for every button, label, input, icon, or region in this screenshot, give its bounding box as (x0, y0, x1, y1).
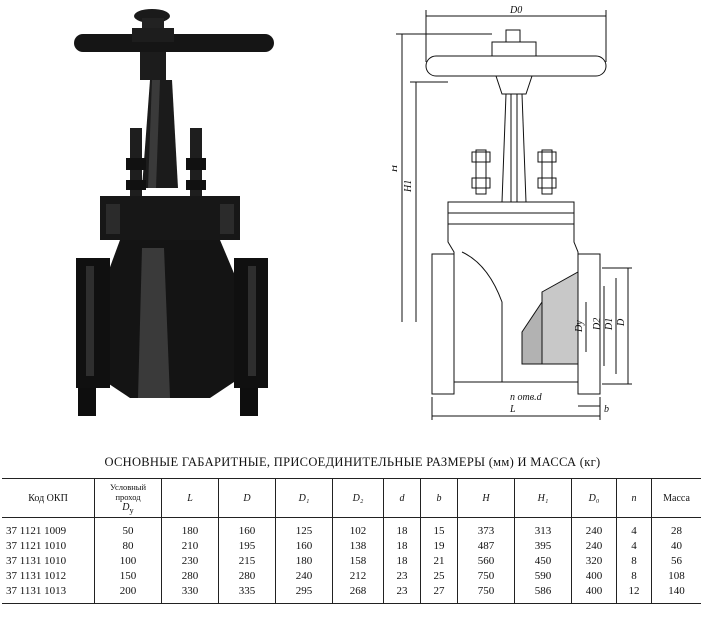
col-passage-sub: y (129, 505, 134, 515)
col-d2: D₂ (332, 478, 384, 518)
col-b: b (420, 478, 458, 518)
col-passage-label: Условный проход (109, 481, 147, 502)
dim-dy: Dy (574, 320, 585, 333)
col-d-hole: d (383, 478, 421, 518)
dim-d: D (616, 318, 627, 327)
col-d1: D₁ (275, 478, 333, 518)
col-l: L (161, 478, 219, 518)
col-h1: H₁ (514, 478, 572, 518)
dim-h: H (392, 164, 400, 173)
dim-n-holes: n отв.d (510, 392, 543, 403)
col-passage-sym: D (122, 501, 130, 513)
dim-b: b (604, 404, 609, 415)
table-header-row: Код ОКП Условный проход Dy L D D₁ D₂ d b… (2, 478, 701, 518)
col-h: H (457, 478, 515, 518)
col-mass: Масса (651, 478, 701, 518)
valve-photo (74, 9, 274, 416)
figure-area: D0 H H1 Dy D2 D1 D n отв.d b L (74, 5, 632, 420)
col-d0: D₀ (571, 478, 617, 518)
dim-d0: D0 (509, 5, 522, 16)
table-caption: ОСНОВНЫЕ ГАБАРИТНЫЕ, ПРИСОЕДИНИТЕЛЬНЫЕ Р… (104, 455, 601, 469)
dim-d1: D1 (604, 318, 615, 331)
col-d-outer: D (218, 478, 276, 518)
specs-table: Код ОКП Условный проход Dy L D D₁ D₂ d b… (2, 478, 701, 604)
dim-l: L (509, 404, 516, 415)
dim-h1: H1 (403, 180, 414, 193)
valve-drawing: D0 H H1 Dy D2 D1 D n отв.d b L (392, 5, 632, 420)
col-passage: Условный проход Dy (94, 478, 162, 518)
col-code: Код ОКП (2, 478, 95, 518)
col-n: n (616, 478, 652, 518)
dim-d2: D2 (592, 318, 603, 331)
